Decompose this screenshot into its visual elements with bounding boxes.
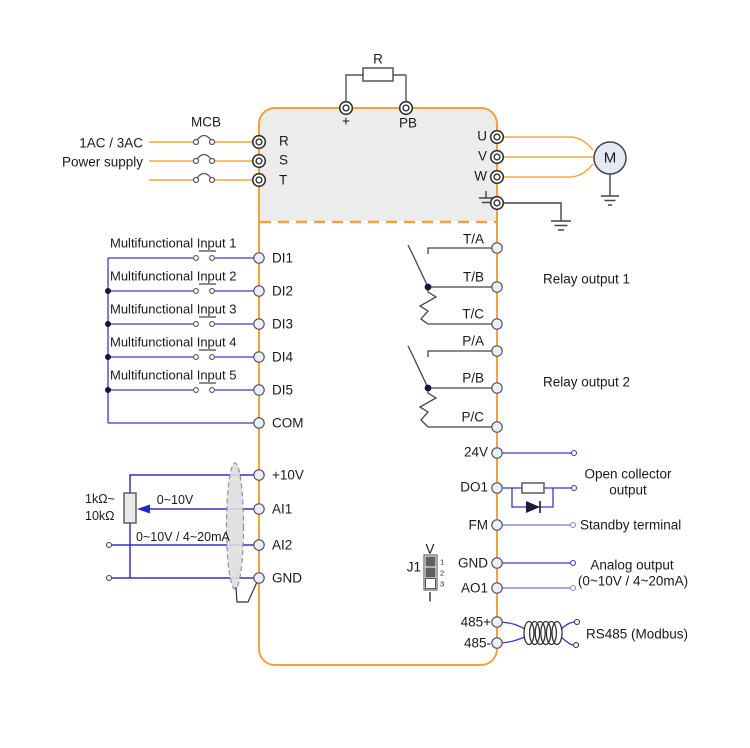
analog-output-label-1: Analog output	[590, 557, 674, 573]
jumper-j1-label: J1	[406, 559, 421, 575]
double-ring-terminals	[251, 100, 505, 211]
power-supply-label-1: 1AC / 3AC	[79, 135, 143, 151]
jumper-pin3-label: 3	[440, 579, 445, 589]
digital-input-wiring	[105, 250, 259, 424]
terminal-ao1-label: AO1	[460, 580, 488, 596]
cable-shield-ellipse	[225, 462, 245, 590]
ai2-range-label: 0~10V / 4~20mA	[136, 529, 230, 544]
standby-terminal-label: Standby terminal	[580, 517, 682, 533]
terminal-v-label: V	[477, 148, 487, 164]
motor-output-wiring	[479, 136, 627, 231]
open-collector-label-1: Open collector	[584, 466, 672, 482]
terminal-10v-label: +10V	[272, 467, 304, 483]
choke-coil-icon	[523, 620, 563, 646]
terminal-pb2-label: P/B	[462, 370, 484, 386]
multifunctional-input-3-label: Multifunctional Input 3	[110, 301, 237, 317]
brake-resistor-circuit	[345, 67, 407, 101]
relay-output-2-wiring	[407, 345, 493, 428]
terminal-di2-label: DI2	[272, 283, 294, 299]
do1-diode-icon	[526, 501, 541, 513]
terminal-gnd-right-label: GND	[458, 555, 488, 571]
earth-terminal-icon	[479, 191, 493, 204]
plain-terminals	[253, 242, 503, 649]
jumper-v-label: V	[425, 541, 435, 557]
terminal-ai1-label: AI1	[272, 501, 293, 517]
terminal-485m-label: 485-	[463, 635, 491, 651]
rs485-endpoint-circles	[572, 618, 581, 649]
pot-wiper-arrow-icon	[137, 504, 150, 514]
terminal-di4-label: DI4	[272, 349, 294, 365]
terminal-di5-label: DI5	[272, 382, 294, 398]
multifunctional-input-4-label: Multifunctional Input 4	[110, 334, 237, 350]
pot-value-label-1: 1kΩ~	[85, 491, 115, 506]
pe-ground-wiring	[479, 191, 571, 231]
jumper-pin2-label: 2	[440, 568, 445, 578]
terminal-s-label: S	[279, 152, 289, 168]
brake-resistor-label: R	[373, 51, 383, 67]
multifunctional-input-1-label: Multifunctional Input 1	[110, 235, 237, 251]
terminal-tc-label: T/C	[462, 306, 484, 322]
ground-icon	[551, 220, 571, 231]
relay2-junction-dot	[424, 384, 432, 392]
terminal-di1-label: DI1	[272, 250, 294, 266]
terminal-plus-label: +	[342, 113, 350, 129]
power-supply-label-2: Power supply	[61, 154, 143, 170]
multifunctional-input-2-label: Multifunctional Input 2	[110, 268, 237, 284]
di-switch-icons	[193, 250, 216, 393]
terminal-di3-label: DI3	[272, 316, 294, 332]
relay1-junction-dot	[424, 283, 432, 291]
io-endpoint-circles	[569, 449, 578, 592]
terminal-pb-label: PB	[398, 115, 418, 131]
rs485-wiring	[496, 618, 581, 649]
relay1-contact-icon	[407, 244, 429, 288]
open-collector-label-2: output	[609, 482, 647, 498]
potentiometer-icon	[123, 492, 137, 524]
mcb-breaker-icons	[192, 134, 216, 184]
terminal-24v-label: 24V	[463, 444, 488, 460]
terminal-ai2-label: AI2	[272, 537, 293, 553]
pot-value-label-2: 10kΩ	[85, 508, 115, 523]
rs485-modbus-label: RS485 (Modbus)	[586, 626, 689, 642]
ai1-range-label: 0~10V	[156, 492, 194, 507]
do1-resistor-icon	[521, 482, 545, 494]
relay2-contact-icon	[407, 345, 429, 389]
mcb-label: MCB	[191, 114, 221, 130]
relay-output-2-label: Relay output 2	[543, 374, 631, 390]
terminal-w-label: W	[474, 168, 487, 184]
io-wiring	[497, 449, 578, 592]
jumper-j1-icon	[423, 554, 438, 591]
terminal-485p-label: 485+	[460, 614, 491, 630]
motor-ground-icon	[601, 174, 619, 206]
terminal-do1-label: DO1	[460, 479, 488, 495]
analog-output-label-2: (0~10V / 4~20mA)	[577, 573, 689, 589]
multifunctional-input-5-label: Multifunctional Input 5	[110, 367, 237, 383]
power-section-fill	[259, 108, 497, 221]
terminal-fm-label: FM	[468, 517, 489, 533]
terminal-tb-label: T/B	[462, 269, 484, 285]
shield-drain-wire	[235, 581, 258, 603]
brake-resistor-icon	[362, 67, 394, 82]
motor-label: M	[603, 149, 617, 167]
relay-output-1-label: Relay output 1	[543, 271, 631, 287]
terminal-ta-label: T/A	[462, 231, 484, 247]
bus-junction-dots	[105, 288, 111, 393]
terminal-t-label: T	[279, 172, 288, 188]
terminal-pa-label: P/A	[462, 333, 484, 349]
terminal-r-label: R	[279, 133, 289, 149]
terminal-gnd-left-label: GND	[272, 570, 302, 586]
jumper-i-label: I	[428, 589, 432, 605]
external-connection-points	[105, 541, 113, 582]
analog-input-wiring	[105, 462, 259, 603]
power-input-wiring	[149, 134, 259, 184]
terminal-com-label: COM	[272, 415, 304, 431]
relay-output-1-wiring	[407, 244, 493, 325]
terminal-u-label: U	[477, 128, 487, 144]
jumper-pin1-label: 1	[440, 557, 445, 567]
terminal-pc-label: P/C	[461, 409, 484, 425]
